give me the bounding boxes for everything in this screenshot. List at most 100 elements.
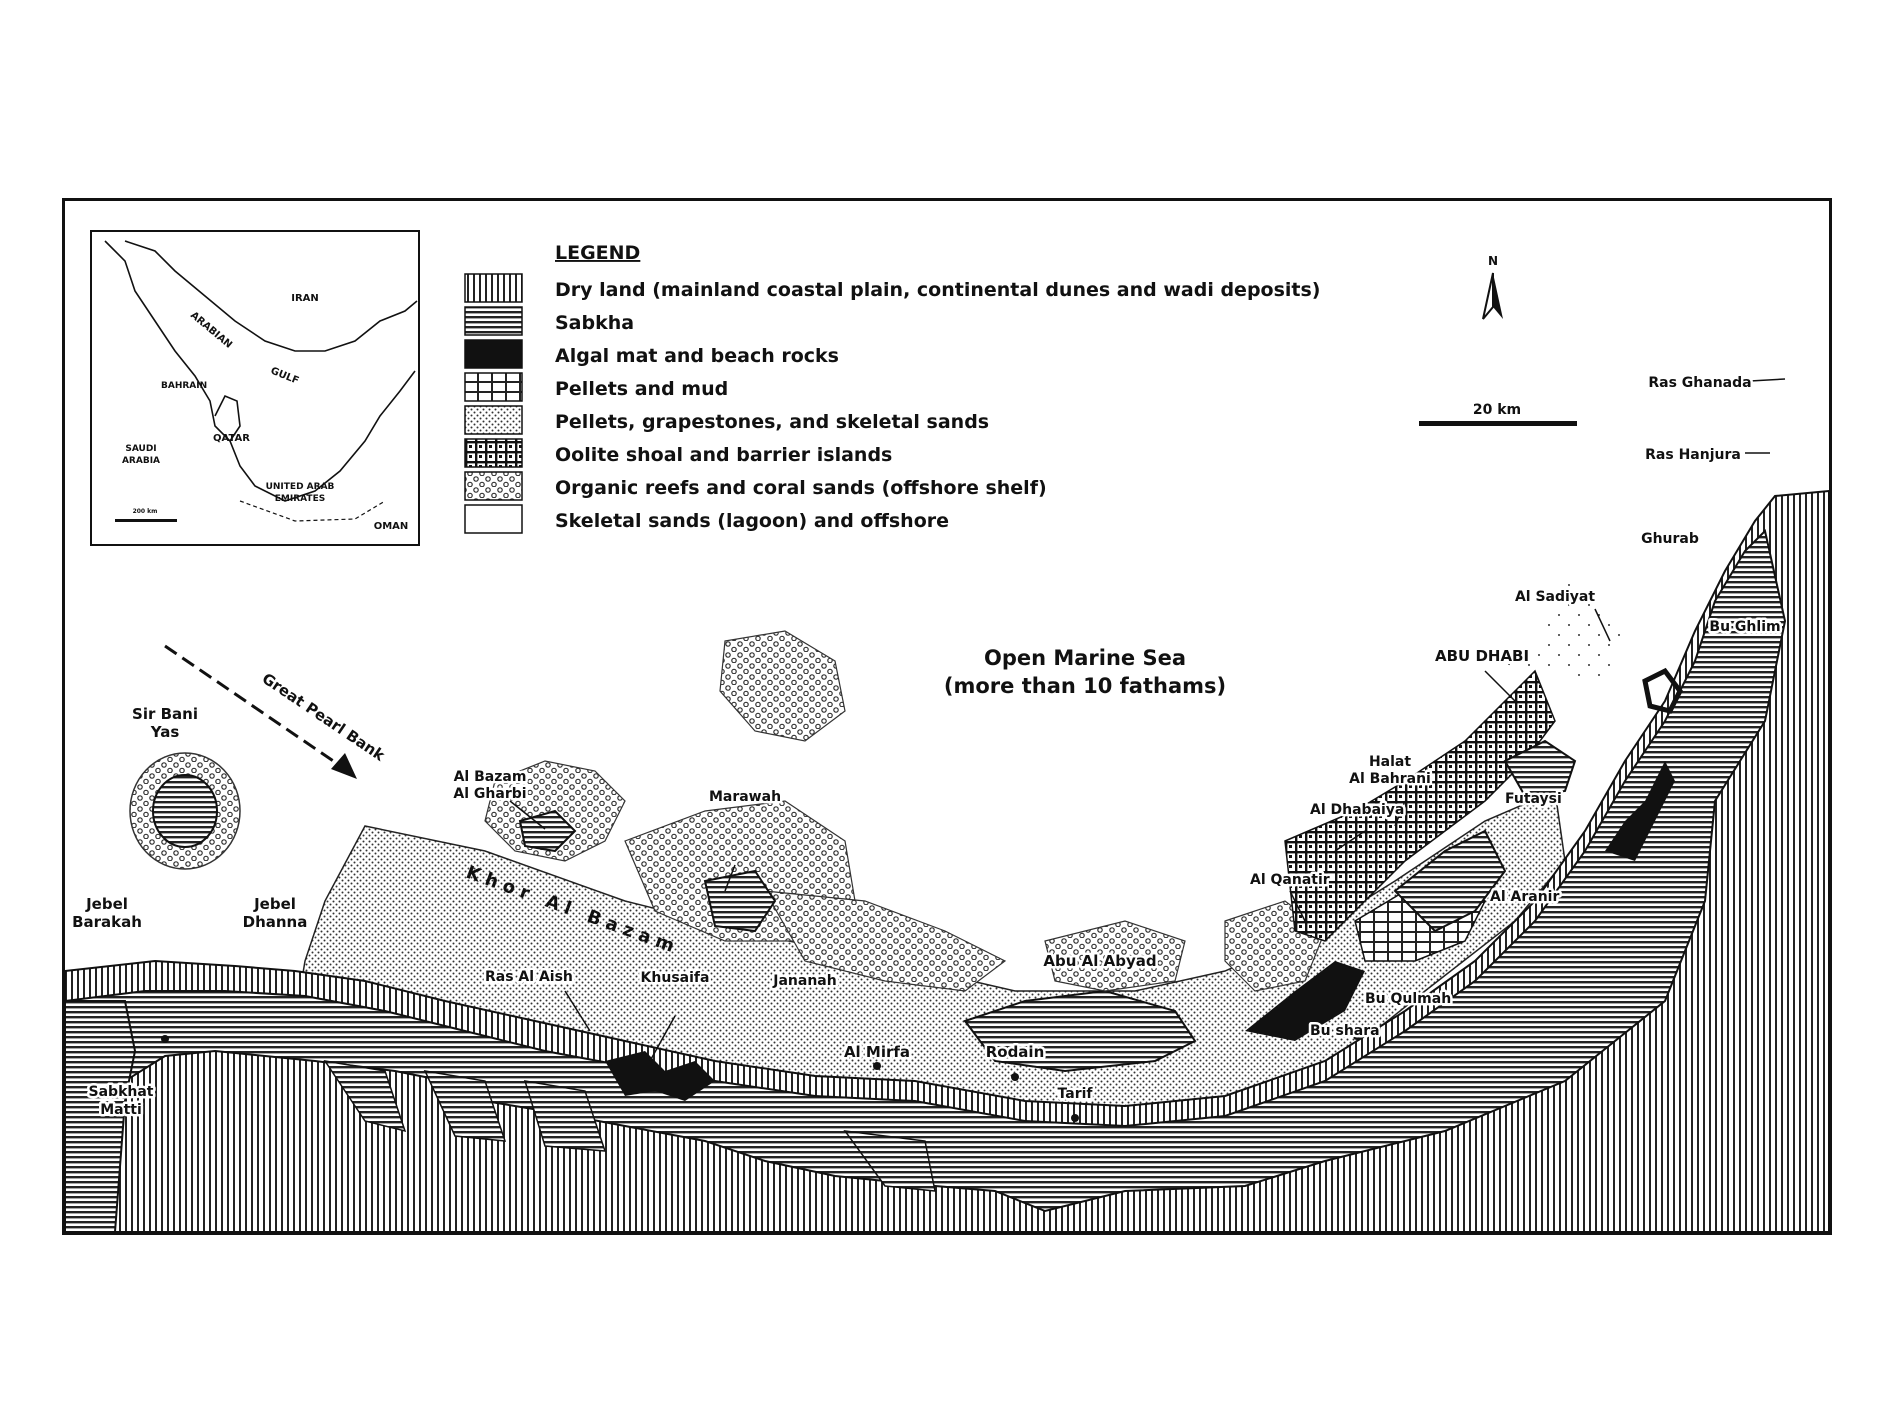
inset-label-bahrain: BAHRAIN	[161, 381, 207, 391]
leader-ras-al-aish	[564, 990, 591, 1032]
legend-swatch-algal	[464, 339, 523, 369]
legend-label-algal: Algal mat and beach rocks	[555, 345, 839, 367]
inset-iran-coastline	[124, 240, 418, 352]
legend: LEGEND Dry land (mainland coastal plain,…	[464, 242, 1321, 534]
label-jebel-dhanna-1: Jebel	[253, 895, 296, 913]
label-halat-2: Al Bahrani	[1349, 771, 1431, 787]
label-sabkhat-1: Sabkhat	[89, 1084, 154, 1100]
sir-bani-yas-island	[152, 774, 218, 848]
label-tarif: Tarif	[1058, 1086, 1094, 1102]
label-bu-ghlim: Bu Ghlim	[1709, 619, 1780, 635]
label-khusaifa: Khusaifa	[641, 970, 710, 986]
label-al-dhabaiya: Al Dhabaiya	[1310, 802, 1404, 818]
scale-bar-line	[1419, 421, 1577, 426]
dot-bu-qulmah	[1353, 1032, 1361, 1040]
inset-gulf-coastline	[104, 240, 416, 502]
label-ras-al-aish: Ras Al Aish	[485, 969, 573, 985]
legend-label-pellets-sands: Pellets, grapestones, and skeletal sands	[555, 411, 989, 433]
inset-label-oman: OMAN	[374, 521, 409, 532]
label-marawah: Marawah	[709, 789, 781, 805]
algal-mat-coast	[1605, 761, 1675, 861]
legend-swatch-reefs	[464, 471, 523, 501]
legend-label-dry-land: Dry land (mainland coastal plain, contin…	[555, 279, 1321, 301]
legend-label-skeletal: Skeletal sands (lagoon) and offshore	[555, 510, 949, 532]
legend-swatch-oolite	[464, 438, 523, 468]
abu-dhabi-island	[1393, 829, 1507, 933]
label-jebel-barakah-2: Barakah	[72, 913, 142, 931]
label-sir-bani-yas-2: Yas	[150, 723, 180, 741]
abu-al-abyad-island	[963, 989, 1197, 1073]
inset-label-iran: IRAN	[291, 293, 319, 304]
dot-tarif	[1071, 1114, 1079, 1122]
label-jananah: Jananah	[772, 973, 836, 989]
inner-island	[1503, 739, 1577, 798]
label-jebel-barakah-1: Jebel	[85, 895, 128, 913]
leader-al-qanatir	[1289, 890, 1306, 922]
legend-label-oolite: Oolite shoal and barrier islands	[555, 444, 892, 466]
label-bu-shara: Bu shara	[1310, 1023, 1380, 1039]
legend-swatch-pellets-mud	[464, 372, 523, 402]
label-al-bazam-2: Al Gharbi	[453, 786, 526, 802]
label-ghurab: Ghurab	[1641, 531, 1699, 547]
reef-patch-2	[719, 630, 846, 742]
sabkhat-matti-area	[65, 1000, 137, 1232]
label-great-pearl-bank: Great Pearl Bank	[259, 669, 389, 765]
label-al-qanatir: Al Qanatir	[1250, 872, 1330, 888]
inset-qatar-outline	[214, 394, 241, 442]
label-open-sea-1: Open Marine Sea	[984, 646, 1186, 670]
leader-khusaifa	[649, 1015, 676, 1062]
reef-patch-5	[1044, 920, 1186, 992]
leader-abu-dhabi	[1484, 670, 1516, 702]
skeletal-sands-area	[1485, 581, 1625, 681]
inset-frame	[90, 230, 420, 546]
north-arrow-icon-half	[1482, 272, 1494, 320]
map-frame: Open Marine Sea (more than 10 fathams) G…	[62, 198, 1832, 1235]
sabkha-tongues	[323, 1059, 936, 1192]
scale-bar: 20 km	[1419, 402, 1577, 426]
label-rodain: Rodain	[986, 1043, 1045, 1061]
inset-label-saudi-1: SAUDI	[125, 444, 156, 454]
leader-marawah	[724, 864, 736, 892]
reef-patch-4	[763, 890, 1007, 992]
label-jebel-dhanna-2: Dhanna	[243, 913, 308, 931]
inset-label-uae-1: UNITED ARAB	[266, 482, 335, 492]
inset-label-uae-2: EMIRATES	[275, 494, 325, 504]
north-arrow: N	[1482, 254, 1503, 320]
leader-al-dhabaiya	[1334, 830, 1366, 852]
label-abu-al-abyad: Abu Al Abyad	[1043, 952, 1156, 970]
legend-swatch-pellets-sands	[464, 405, 523, 435]
great-pearl-bank-arrowhead	[331, 753, 357, 779]
label-open-sea-2: (more than 10 fathams)	[944, 674, 1226, 698]
leader-ras-ghanada	[1749, 378, 1786, 382]
legend-swatch-skeletal	[464, 504, 523, 534]
inset-label-saudi-2: ARABIA	[122, 456, 160, 466]
legend-label-pellets-mud: Pellets and mud	[555, 378, 728, 400]
label-al-mirfa: Al Mirfa	[844, 1043, 910, 1061]
label-halat-1: Halat	[1369, 754, 1411, 770]
dot-rodain	[1011, 1073, 1019, 1081]
scale-bar-label: 20 km	[1473, 402, 1521, 418]
north-arrow-label: N	[1488, 254, 1498, 268]
label-al-bazam-1: Al Bazam	[454, 769, 527, 785]
label-al-sadiyat: Al Sadiyat	[1515, 589, 1595, 605]
ghurab-island	[1642, 667, 1683, 714]
leader-halat	[1394, 800, 1406, 827]
legend-label-sabkha: Sabkha	[555, 312, 634, 334]
inset-label-qatar: QATAR	[213, 433, 250, 444]
inset-map: IRAN ARABIAN GULF BAHRAIN QATAR SAUDI AR…	[90, 230, 420, 546]
label-bu-qulmah: Bu Qulmah	[1365, 991, 1451, 1007]
geology-map: Open Marine Sea (more than 10 fathams) G…	[65, 230, 1829, 1232]
al-bazam-island	[518, 809, 577, 853]
legend-title: LEGEND	[555, 242, 640, 264]
leader-al-bazam	[509, 800, 546, 830]
label-al-aranir: Al Aranir	[1490, 889, 1559, 905]
label-abu-dhabi: ABU DHABI	[1435, 647, 1529, 665]
label-ras-hanjura: Ras Hanjura	[1645, 447, 1741, 463]
label-sir-bani-yas-1: Sir Bani	[132, 705, 198, 723]
marawah-island	[703, 869, 777, 933]
great-pearl-bank-arrow	[164, 644, 346, 771]
north-arrow-icon	[1493, 273, 1503, 319]
dot-al-mirfa	[873, 1062, 881, 1070]
inset-scale-label: 200 km	[133, 508, 158, 515]
inset-uae-border	[239, 500, 386, 522]
